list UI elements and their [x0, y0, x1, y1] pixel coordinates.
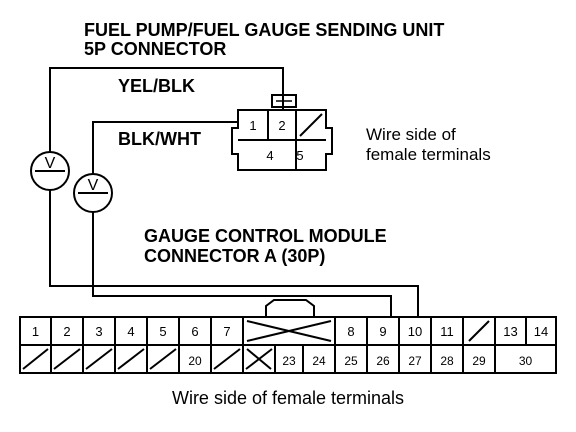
- sender-pin-2: 2: [278, 118, 285, 133]
- module-pin-top: 9: [379, 324, 386, 339]
- module-pin-bottom: 28: [440, 354, 454, 368]
- module-pin-bottom: 26: [376, 354, 390, 368]
- module-pin-bottom: 30: [519, 354, 533, 368]
- module-pin-bottom: 24: [312, 354, 326, 368]
- sender-pin-4: 4: [266, 148, 273, 163]
- connector-latch: [265, 299, 315, 317]
- sender-connector-title-line1: FUEL PUMP/FUEL GAUGE SENDING UNIT: [84, 20, 444, 40]
- voltmeter-right: V: [73, 173, 113, 213]
- sender-5p-connector: 1 2 4 5: [231, 94, 333, 171]
- module-pin-bottom: 20: [188, 354, 202, 368]
- module-pin-bottom: 23: [282, 354, 296, 368]
- sender-note-line2: female terminals: [366, 145, 491, 164]
- module-pin-top: 1: [32, 324, 39, 339]
- module-pin-bottom: 27: [408, 354, 422, 368]
- module-connector-title-line1: GAUGE CONTROL MODULE: [144, 226, 387, 246]
- module-pin-top: 2: [63, 324, 70, 339]
- module-connector-title-line2: CONNECTOR A (30P): [144, 246, 325, 266]
- wire-blk-wht: [92, 121, 392, 317]
- module-pin-bottom: 29: [472, 354, 486, 368]
- module-pin-top: 13: [503, 324, 517, 339]
- voltmeter-symbol: V: [88, 177, 99, 194]
- module-pin-top: 10: [408, 324, 422, 339]
- voltmeter-icon: [73, 173, 113, 213]
- module-footer-note: Wire side of female terminals: [172, 388, 404, 408]
- voltmeter-icon: [30, 151, 70, 191]
- module-pin-top: 3: [95, 324, 102, 339]
- connector-body: [231, 109, 333, 171]
- voltmeter-symbol: V: [45, 155, 56, 172]
- module-pin-bottom: 25: [344, 354, 358, 368]
- module-pin-top: 5: [159, 324, 166, 339]
- sender-pin-1: 1: [249, 118, 256, 133]
- empty-slot-mark: [299, 113, 323, 137]
- module-pin-top: 6: [191, 324, 198, 339]
- sender-note-line1: Wire side of: [366, 125, 456, 144]
- module-pin-top: 8: [347, 324, 354, 339]
- sender-pin-5: 5: [296, 148, 303, 163]
- module-pin-top: 7: [223, 324, 230, 339]
- wire-label-upper: YEL/BLK: [118, 76, 195, 96]
- sender-connector-title-line2: 5P CONNECTOR: [84, 39, 226, 59]
- voltmeter-left: V: [30, 151, 70, 191]
- module-pin-top: 11: [440, 324, 454, 339]
- module-pin-top: 4: [127, 324, 134, 339]
- wire-label-lower: BLK/WHT: [118, 129, 201, 149]
- wire-yel-blk: [49, 67, 419, 317]
- module-pin-top: 14: [534, 324, 548, 339]
